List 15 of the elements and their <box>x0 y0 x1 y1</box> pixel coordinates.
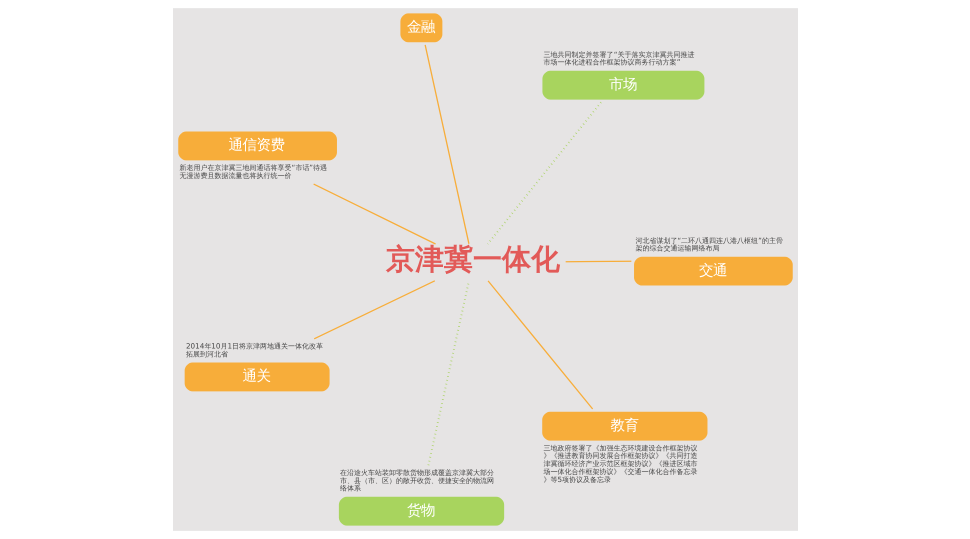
node-box: 金融 <box>400 13 442 42</box>
node-box: 教育 <box>542 412 707 441</box>
connector <box>424 44 470 244</box>
node-box: 市场 <box>542 70 704 100</box>
connector <box>486 102 602 245</box>
node-box: 通信资费 <box>178 132 336 160</box>
connector <box>565 260 631 262</box>
connector <box>312 183 436 245</box>
connector <box>427 280 470 466</box>
node-box: 交通 <box>634 256 792 286</box>
node-box: 货物 <box>338 496 504 526</box>
node-box: 通关 <box>184 362 330 392</box>
connector <box>313 280 435 340</box>
connector <box>487 280 593 410</box>
node-text: 京津冀一体化 <box>385 242 560 276</box>
